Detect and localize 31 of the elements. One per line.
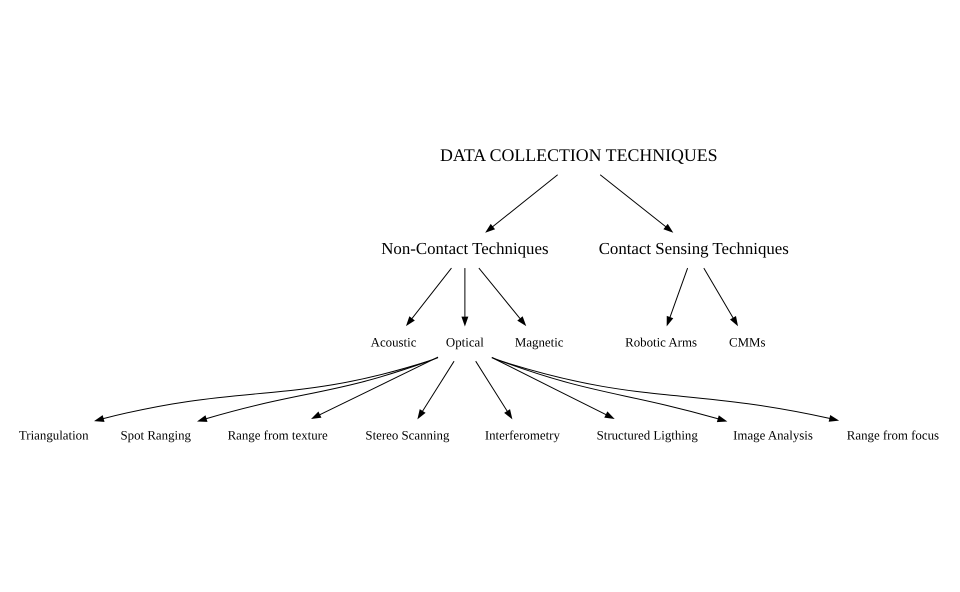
- arrow: [406, 267, 452, 326]
- node-text: Image Analysis: [733, 428, 813, 442]
- node-text: Spot Ranging: [120, 428, 191, 442]
- node-text: Contact Sensing Techniques: [598, 238, 789, 258]
- arrow: [461, 267, 468, 326]
- arrow: [311, 356, 439, 418]
- node-text: Interferometry: [484, 428, 560, 442]
- node-text: CMMs: [729, 334, 766, 349]
- node-text: Optical: [446, 334, 484, 349]
- arrow: [485, 174, 558, 232]
- node-text: DATA COLLECTION TECHNIQUES: [440, 144, 718, 165]
- node-text: Robotic Arms: [625, 334, 698, 349]
- node-text: Structured Ligthing: [596, 428, 698, 442]
- arrow: [417, 360, 455, 419]
- arrow: [475, 360, 512, 419]
- node-text: Stereo Scanning: [365, 428, 450, 442]
- arrow: [94, 356, 438, 422]
- node-text: Range from focus: [846, 428, 940, 442]
- arrow: [491, 356, 840, 422]
- node-text: Non-Contact Techniques: [381, 238, 549, 258]
- arrow: [491, 356, 615, 418]
- node-text: Triangulation: [18, 428, 89, 442]
- node-text: Magnetic: [514, 334, 564, 349]
- arrow: [491, 356, 728, 422]
- arrow: [666, 267, 688, 326]
- arrow: [703, 267, 738, 326]
- arrow: [197, 356, 438, 422]
- node-text: Acoustic: [370, 334, 416, 349]
- node-text: Range from texture: [228, 428, 328, 442]
- arrow: [478, 267, 526, 326]
- arrow: [600, 174, 674, 232]
